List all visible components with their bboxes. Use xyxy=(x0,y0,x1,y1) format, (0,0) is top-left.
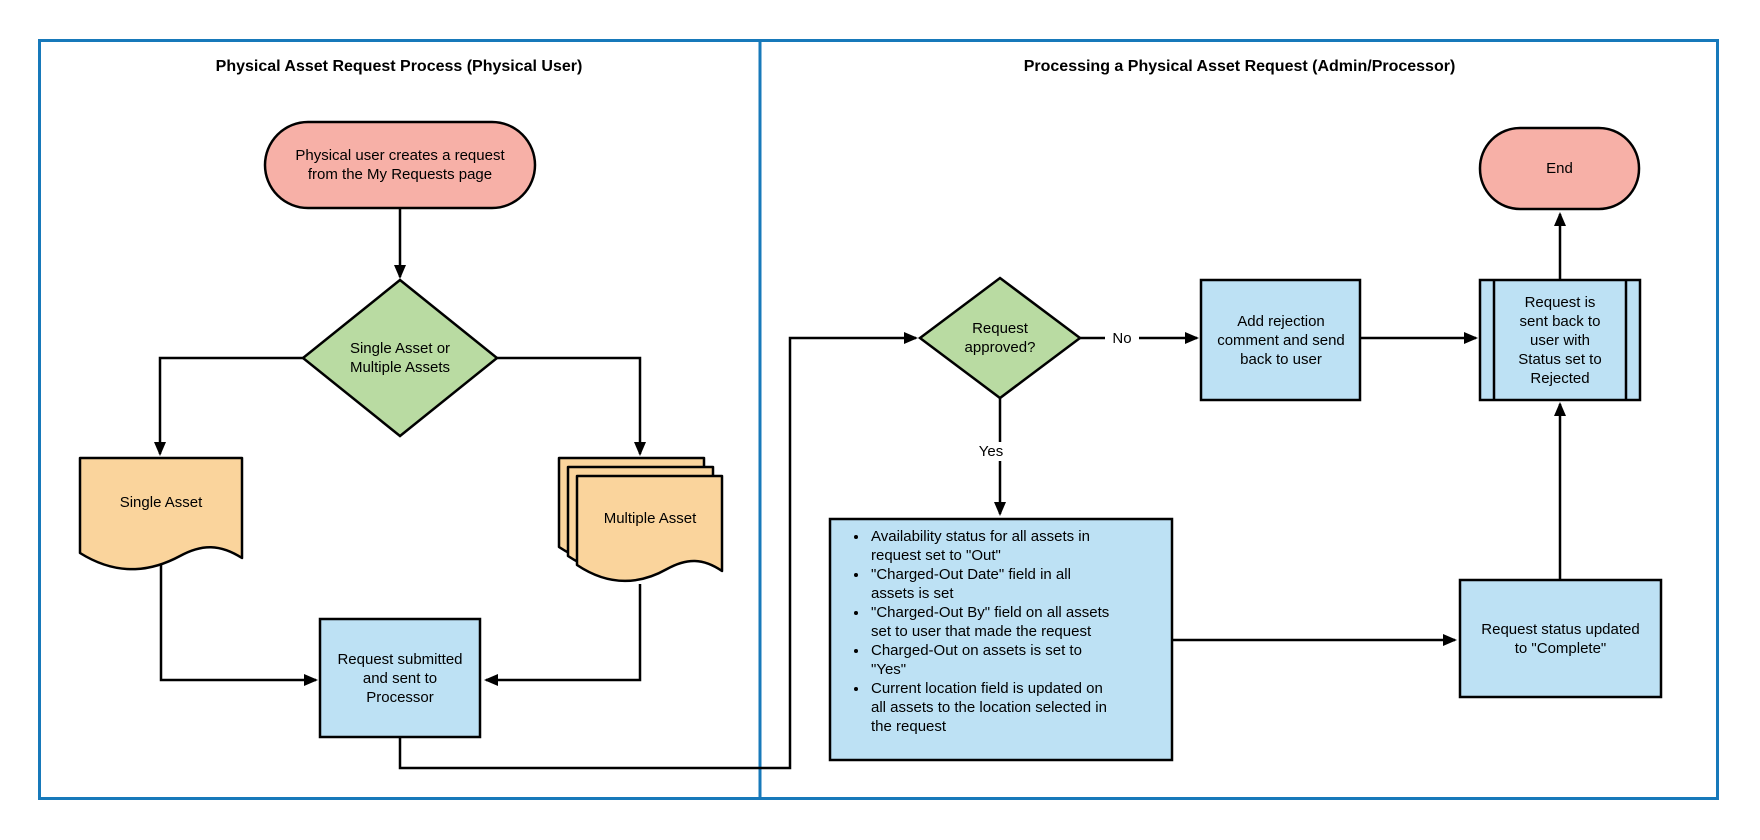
connector-decision-to-single-asset xyxy=(154,356,303,456)
single-asset-label: Single Asset xyxy=(119,494,203,511)
approved-action-item: Charged-Out on assets is set to "Yes" xyxy=(869,641,1117,679)
connector-decision-to-multiple-asset xyxy=(497,356,646,456)
approved-action-item: Current location field is updated on all… xyxy=(869,679,1117,736)
status-complete-label: Request status updated to "Complete" xyxy=(1481,620,1640,657)
status-complete-process-shape xyxy=(1458,578,1663,699)
sent-back-predefined-shape xyxy=(1478,278,1642,402)
request-approved-label: Request approved? xyxy=(964,320,1036,356)
approved-action-item: "Charged-Out By" field on all assets set… xyxy=(869,603,1117,641)
add-rejection-process-shape xyxy=(1199,278,1362,402)
swimlane-frame xyxy=(38,39,1719,800)
approved-actions-list: Availability status for all assets in re… xyxy=(833,522,1169,756)
add-rejection-label: Add rejection comment and send back to u… xyxy=(1217,312,1345,368)
connector-multiple-asset-to-submitted xyxy=(484,584,642,686)
start-terminator-shape xyxy=(263,120,537,210)
sent-back-label: Request is sent back to user with Status… xyxy=(1518,293,1602,387)
connector-single-asset-to-submitted xyxy=(159,556,318,686)
end-terminator-shape xyxy=(1478,126,1641,211)
request-submitted-process-shape xyxy=(318,617,482,739)
request-submitted-label: Request submitted and sent to Processor xyxy=(337,650,463,706)
asset-decision-diamond xyxy=(301,278,499,438)
end-terminator-label: End xyxy=(1546,160,1573,177)
single-asset-document-shape xyxy=(78,456,244,571)
multiple-asset-front-sheet xyxy=(575,474,724,583)
approved-actions-process-shape xyxy=(828,517,1174,762)
left-lane-title: Physical Asset Request Process (Physical… xyxy=(215,58,583,75)
approved-action-item: Availability status for all assets in re… xyxy=(869,527,1117,565)
edge-label-yes: Yes xyxy=(974,442,1008,461)
right-lane-title: Processing a Physical Asset Request (Adm… xyxy=(1023,58,1456,75)
request-approved-diamond xyxy=(917,276,1083,400)
approved-action-item: "Charged-Out Date" field in all assets i… xyxy=(869,565,1117,603)
multiple-asset-stack-shape xyxy=(557,456,724,583)
connector-submitted-to-approved-decision xyxy=(398,332,918,770)
asset-decision-label: Single Asset or Multiple Assets xyxy=(349,340,451,376)
start-terminator-label: Physical user creates a request from the… xyxy=(295,147,505,183)
edge-label-no: No xyxy=(1105,329,1139,348)
multiple-asset-label: Multiple Asset xyxy=(603,509,697,527)
